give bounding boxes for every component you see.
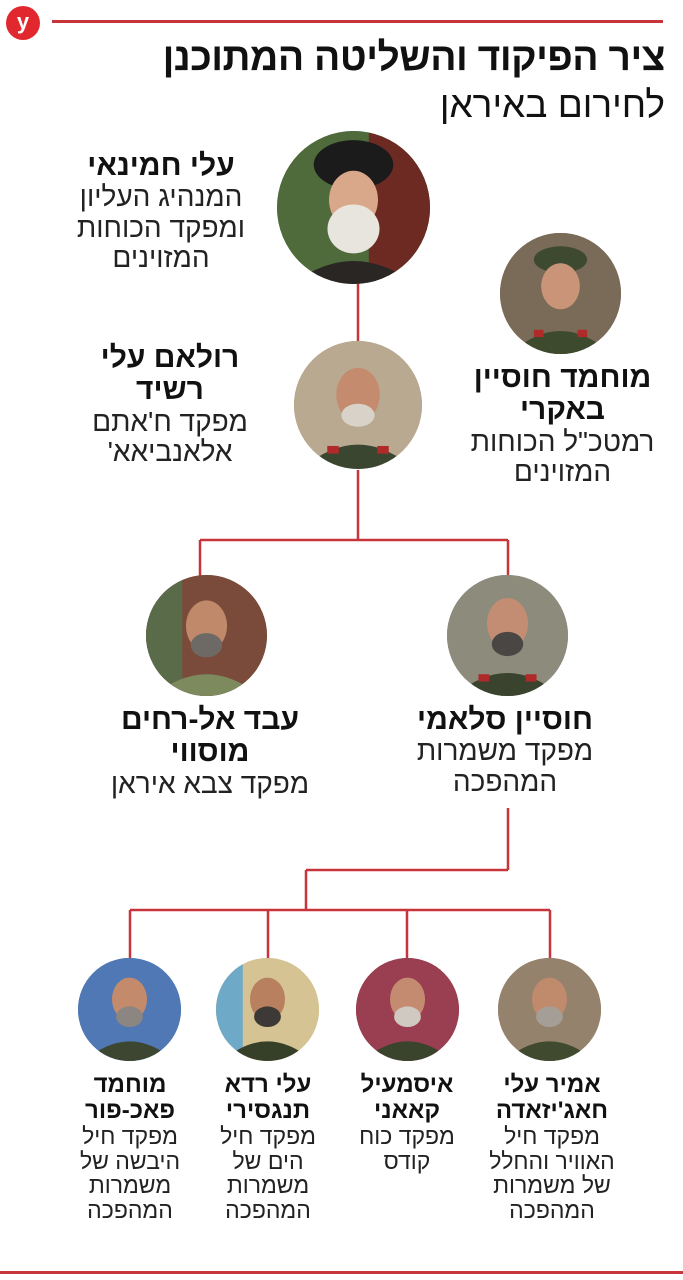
bagheri-name: מוחמד חוסיין באקרי [473,361,652,427]
tangsiri-photo [216,958,319,1061]
bagheri-role: רמטכ"ל הכוחות המזוינים [470,425,655,488]
portrait-icon [78,958,181,1061]
mousavi-role: מפקד צבא איראן [110,767,310,799]
portrait-icon [277,131,430,284]
rashid-label: רולאם עלי רשיד מפקד ח'אתם אלאנביאא' [70,341,270,468]
portrait-icon [498,958,601,1061]
hajizadeh-photo [498,958,601,1061]
khamenei-name: עלי חמינאי [87,149,235,182]
ynet-logo: y [6,6,40,40]
mousavi-photo [146,575,267,696]
qaani-label: איסמעיל קאאני מפקד כוח קודס [346,1072,468,1173]
rashid-role: מפקד ח'אתם אלאנביאא' [92,405,248,468]
khamenei-role: המנהיג העליון ומפקד הכוחות המזוינים [76,181,246,273]
chart-title: ציר הפיקוד והשליטה המתוכנן [162,36,666,79]
portrait-icon [356,958,459,1061]
qaani-name: איסמעיל קאאני [360,1071,454,1124]
hajizadeh-name: אמיר עלי חאג'יזאדה [495,1071,609,1124]
salami-photo [447,575,568,696]
pakpour-photo [78,958,181,1061]
portrait-icon [500,233,621,354]
salami-name: חוסיין סלאמי [417,703,593,736]
khamenei-label: עלי חמינאי המנהיג העליון ומפקד הכוחות המ… [56,149,266,273]
portrait-icon [146,575,267,696]
mousavi-label: עבד אל-רחים מוסווי מפקד צבא איראן [90,703,330,799]
portrait-icon [294,341,422,469]
pakpour-label: מוחמד פאכ-פור מפקד חיל היבשה של משמרות ה… [70,1072,190,1223]
portrait-icon [216,958,319,1061]
tangsiri-role: מפקד חיל הים של משמרות המהפכה [220,1122,316,1224]
tangsiri-name: עלי רדא תנגסירי [224,1071,312,1124]
rashid-name: רולאם עלי רשיד [100,341,240,407]
mousavi-name: עבד אל-רחים מוסווי [120,703,299,769]
hajizadeh-role: מפקד חיל האוויר והחלל של משמרות המהפכה [489,1122,615,1224]
top-divider [52,20,663,23]
pakpour-role: מפקד חיל היבשה של משמרות המהפכה [79,1122,181,1224]
salami-role: מפקד משמרות המהפכה [416,735,594,797]
khamenei-photo [277,131,430,284]
bagheri-photo [500,233,621,354]
rashid-photo [294,341,422,469]
pakpour-name: מוחמד פאכ-פור [85,1071,175,1124]
hajizadeh-label: אמיר עלי חאג'יזאדה מפקד חיל האוויר והחלל… [484,1072,620,1223]
chart-subtitle: לחירום באיראן [439,84,665,125]
qaani-role: מפקד כוח קודס [359,1122,455,1174]
salami-label: חוסיין סלאמי מפקד משמרות המהפכה [390,703,620,797]
tangsiri-label: עלי רדא תנגסירי מפקד חיל הים של משמרות ה… [208,1072,328,1223]
portrait-icon [447,575,568,696]
qaani-photo [356,958,459,1061]
bagheri-label: מוחמד חוסיין באקרי רמטכ"ל הכוחות המזויני… [455,361,670,488]
bottom-divider [0,1271,683,1274]
